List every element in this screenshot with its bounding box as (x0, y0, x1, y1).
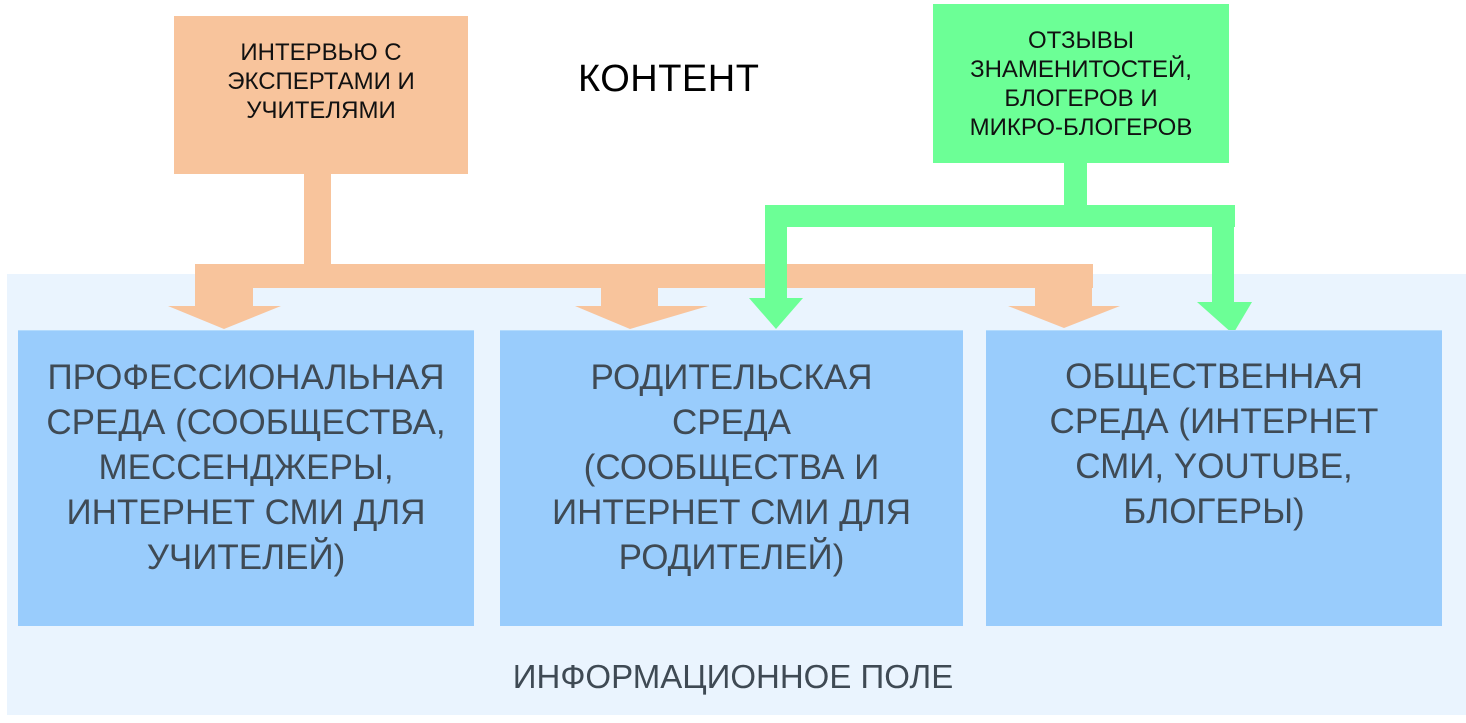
environment-public-box: ОБЩЕСТВЕННАЯ СРЕДА (ИНТЕРНЕТ СМИ, YOUTUB… (986, 330, 1442, 626)
diagram-title: КОНТЕНТ (578, 58, 760, 100)
experts-shaft-professional (195, 286, 253, 308)
environment-professional-box: ПРОФЕССИОНАЛЬНАЯ СРЕДА (СООБЩЕСТВА, МЕСС… (18, 330, 474, 626)
experts-shaft-parental (601, 286, 658, 308)
environment-parental-box: РОДИТЕЛЬСКАЯ СРЕДА (СООБЩЕСТВА И ИНТЕРНЕ… (500, 330, 963, 626)
celebrities-arrowhead-parental (749, 298, 803, 329)
environment-parental-label: РОДИТЕЛЬСКАЯ СРЕДА (СООБЩЕСТВА И ИНТЕРНЕ… (551, 358, 912, 577)
source-experts-box: ИНТЕРВЬЮ С ЭКСПЕРТАМИ И УЧИТЕЛЯМИ (174, 16, 468, 174)
source-celebrities-label: ОТЗЫВЫ ЗНАМЕНИТОСТЕЙ, БЛОГЕРОВ И МИКРО-Б… (969, 26, 1193, 141)
source-experts-label: ИНТЕРВЬЮ С ЭКСПЕРТАМИ И УЧИТЕЛЯМИ (227, 38, 415, 124)
experts-arrowhead-parental (575, 306, 708, 329)
experts-arrowhead-professional (168, 306, 281, 329)
environment-public-label: ОБЩЕСТВЕННАЯ СРЕДА (ИНТЕРНЕТ СМИ, YOUTUB… (1049, 356, 1379, 531)
experts-bus (195, 264, 1093, 288)
experts-connectors (168, 174, 1120, 329)
experts-arrowhead-public (1008, 306, 1120, 328)
celebrities-shaft-public (1212, 225, 1234, 303)
celebrities-stem (1064, 163, 1087, 207)
celebrities-connectors (749, 163, 1252, 334)
experts-stem (304, 174, 331, 266)
source-celebrities-box: ОТЗЫВЫ ЗНАМЕНИТОСТЕЙ, БЛОГЕРОВ И МИКРО-Б… (933, 4, 1229, 163)
celebrities-bus (765, 205, 1235, 227)
information-field-label: ИНФОРМАЦИОННОЕ ПОЛЕ (512, 658, 954, 695)
celebrities-shaft-parental (765, 225, 787, 299)
environment-professional-label: ПРОФЕССИОНАЛЬНАЯ СРЕДА (СООБЩЕСТВА, МЕСС… (46, 358, 446, 577)
celebrities-arrowhead-public (1197, 302, 1252, 334)
experts-shaft-public (1035, 286, 1092, 308)
